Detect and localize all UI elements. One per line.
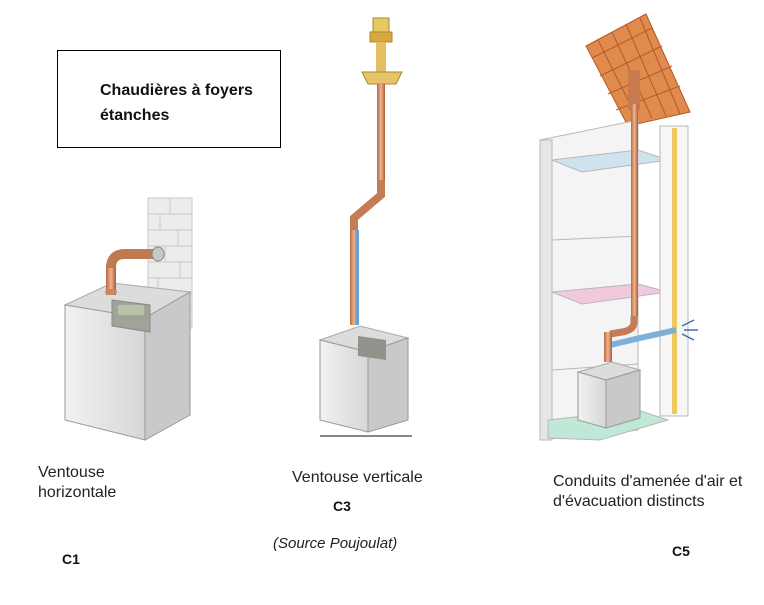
- source-note: (Source Poujoulat): [273, 535, 398, 552]
- boiler-c1-illustration: [63, 197, 193, 441]
- diagram-title: Chaudières à foyers étanches: [100, 82, 253, 124]
- boiler-c5-illustration: [539, 13, 698, 441]
- horizontal-flue-pipe: [105, 246, 165, 295]
- c5-flue-ducts: [604, 70, 698, 362]
- boiler-c3-illustration: [318, 17, 412, 437]
- code-c1: C1: [62, 551, 80, 567]
- building-cutaway: [539, 119, 689, 441]
- caption-c5: Conduits d'amenée d'air et d'évacuation …: [553, 473, 743, 510]
- boiler-c3-body: [318, 325, 412, 437]
- boiler-c5-body: [576, 361, 642, 429]
- vertical-flue-pipe: [350, 17, 403, 325]
- caption-c1: Ventouse horizontale: [38, 464, 117, 501]
- boiler-c1-body: [63, 282, 192, 441]
- code-c3: C3: [333, 498, 351, 514]
- title-box: [57, 50, 281, 148]
- caption-c3: Ventouse verticale: [292, 469, 423, 486]
- code-c5: C5: [672, 543, 690, 559]
